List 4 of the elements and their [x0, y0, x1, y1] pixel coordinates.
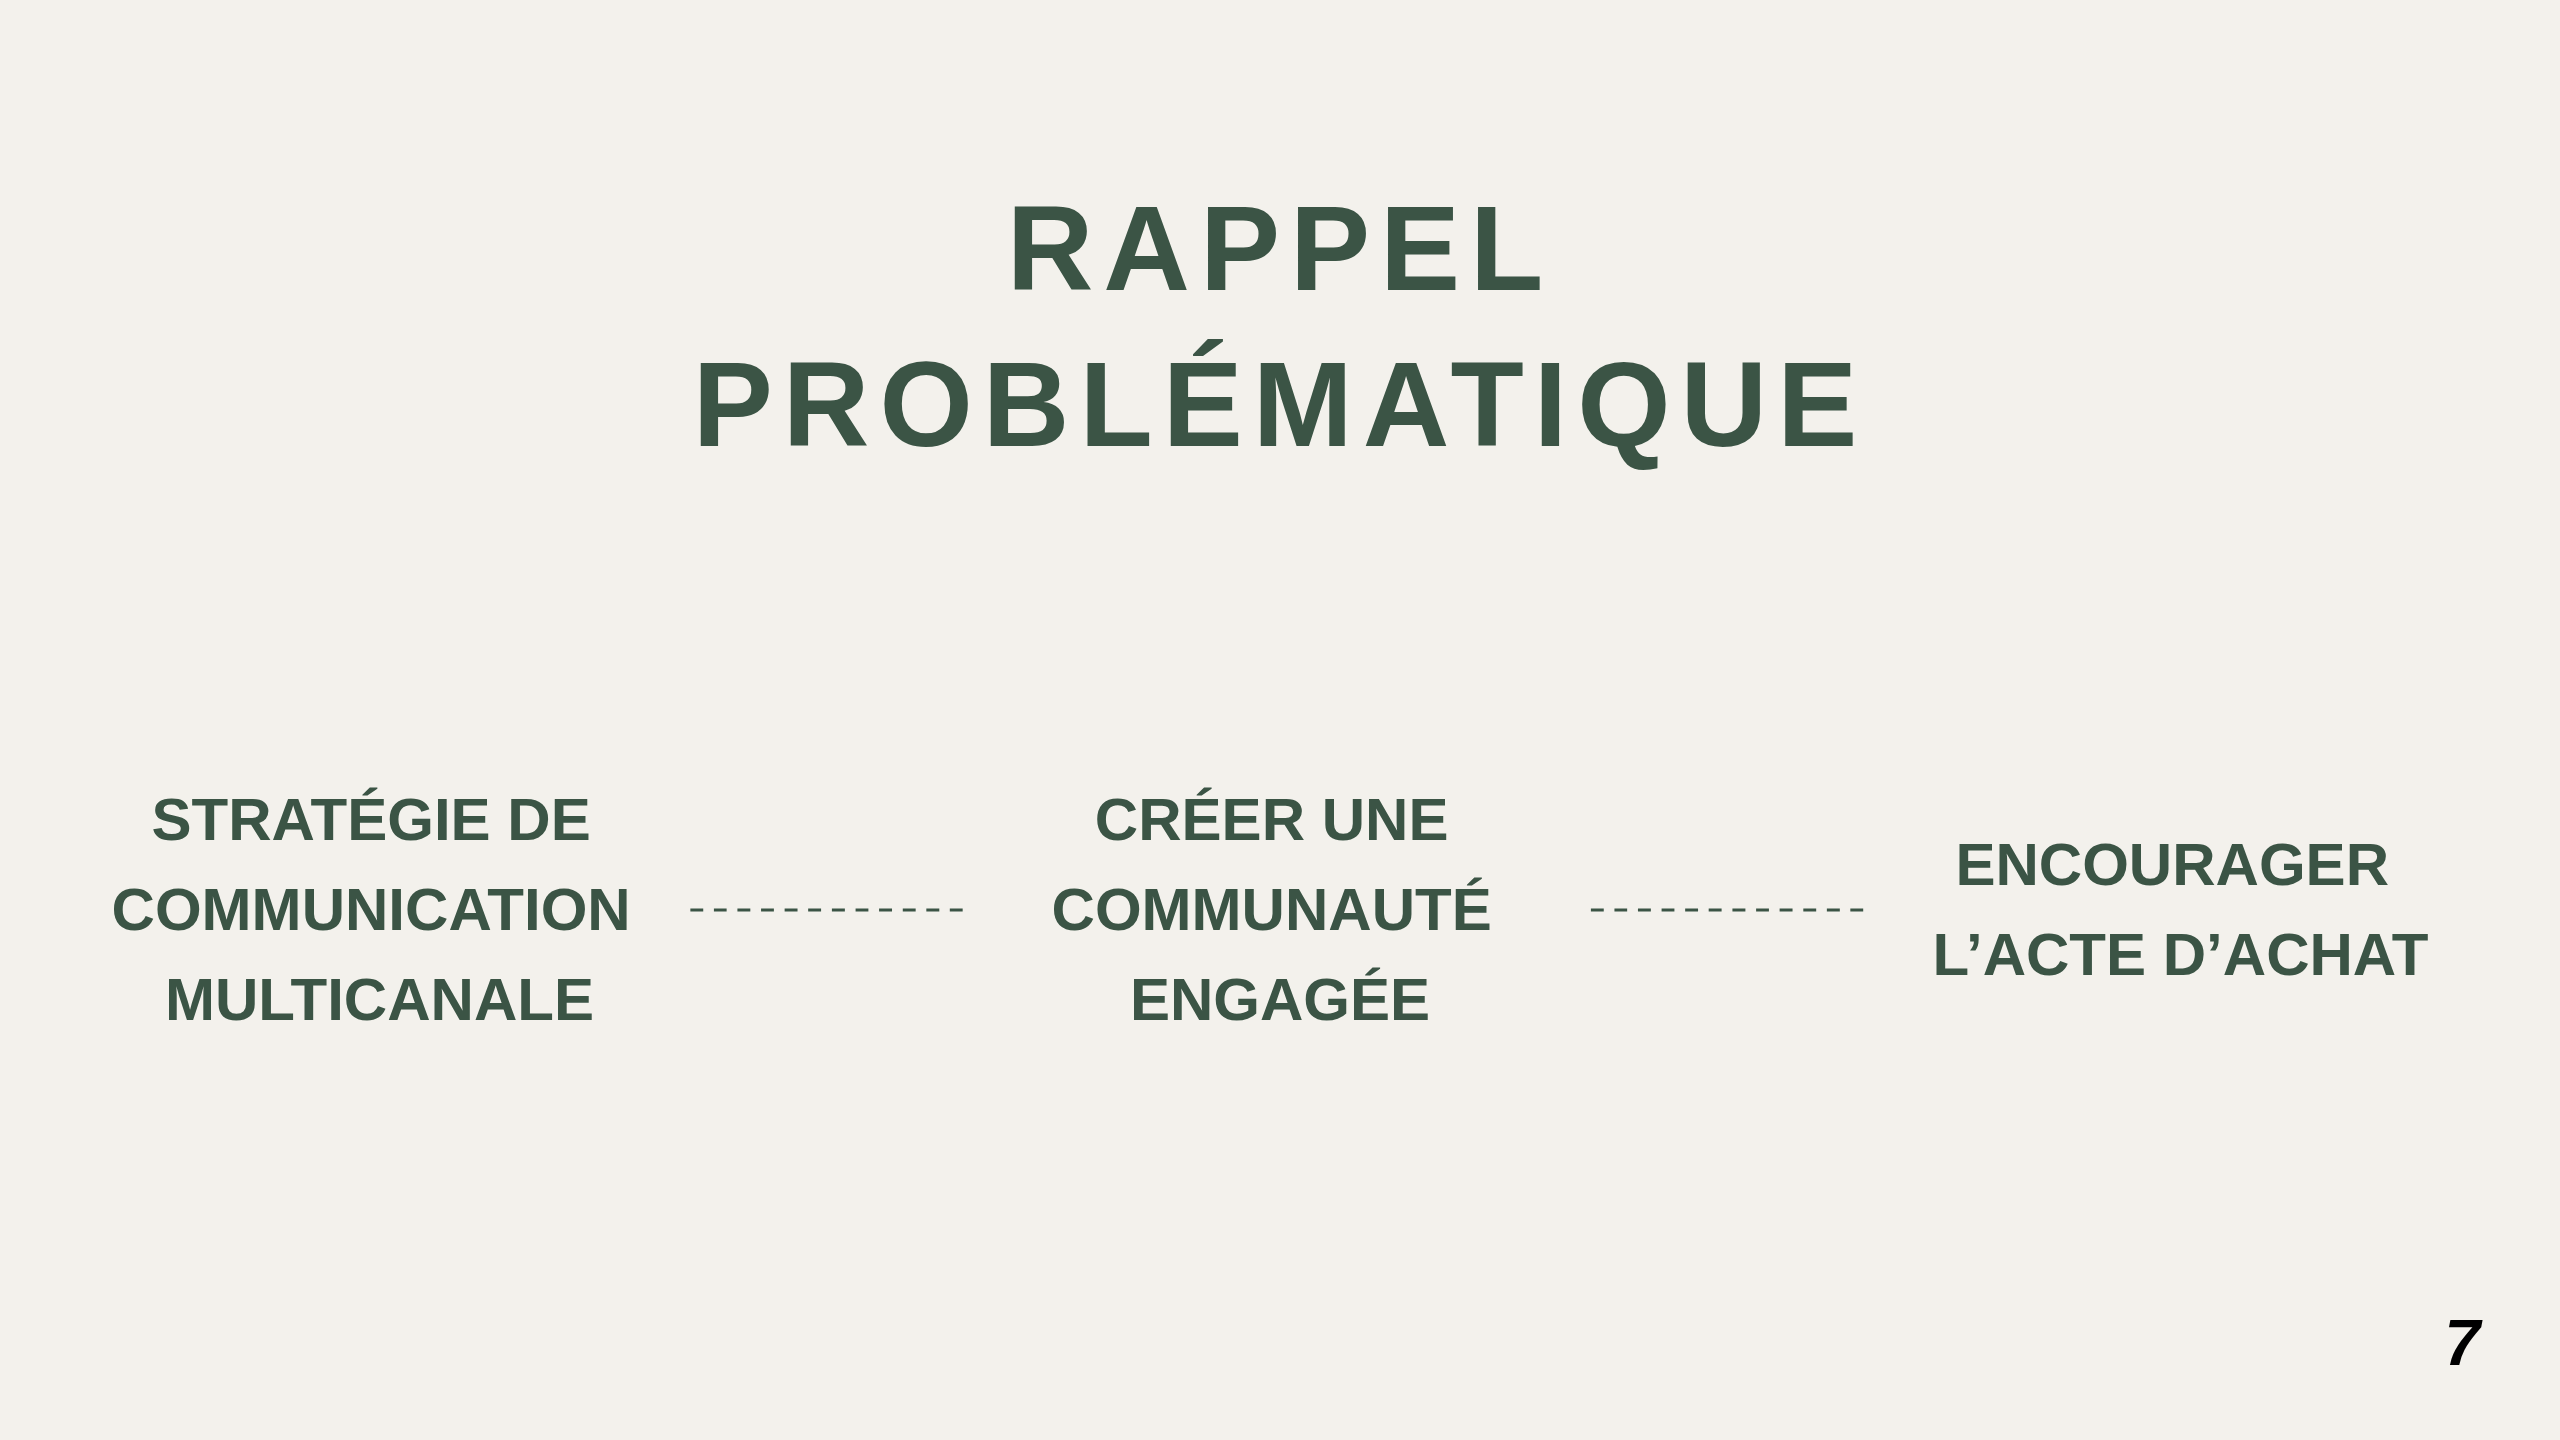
node-text: CRÉER UNE COMMUNAUTÉ ENGAGÉE — [1051, 785, 1492, 1034]
node-text: ENCOURAGER L’ACTE D’ACHAT — [1932, 830, 2429, 989]
title: RAPPEL PROBLÉMATIQUE — [691, 180, 1869, 473]
node-text: STRATÉGIE DE COMMUNICATION MULTICANALE — [111, 785, 631, 1034]
